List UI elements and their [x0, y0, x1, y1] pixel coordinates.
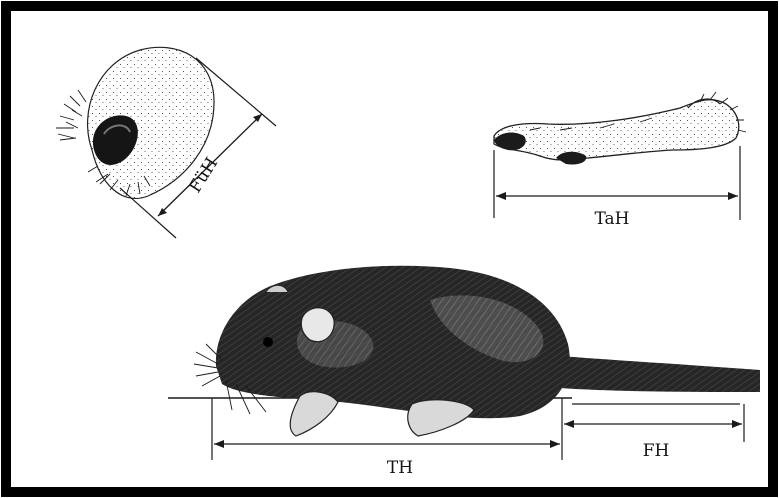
- label-tail-length: FH: [643, 441, 670, 461]
- label-body-length: TH: [387, 458, 413, 478]
- label-tarsus-length: TaH: [595, 209, 630, 229]
- mouse-ear: [301, 308, 334, 342]
- mouse-eye: [263, 337, 273, 347]
